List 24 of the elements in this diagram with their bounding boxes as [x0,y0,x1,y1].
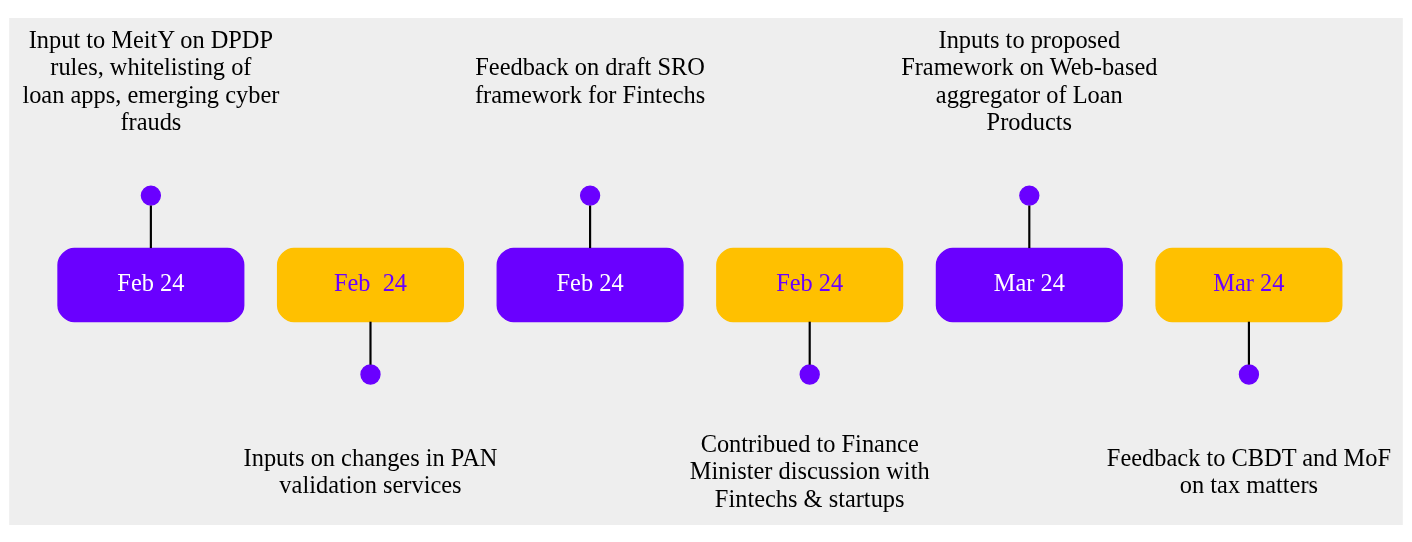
node-label: Feedback on draft SRO framework for Fintechs [474,52,706,108]
node-box: Feb 24 [276,247,464,322]
connector [1247,321,1250,365]
connector [1028,205,1031,248]
connector [369,321,372,365]
node-label: Inputs to proposed Framework on Web-based aggregator of Loan Products [901,25,1158,135]
connector [808,321,811,365]
node-circle [1019,184,1040,206]
node-box: Mar 24 [1155,247,1343,322]
node-circle [140,184,162,206]
node-box: Feb 24 [496,247,684,322]
node-label: Contribued to Finance Minister discussion with Fintechs & startups [689,429,930,512]
node-circle [799,363,820,385]
node-label: Input to MeitY on DPDP rules, whitelisting of loan apps, emerging cyber frauds [22,25,280,135]
connector [149,205,152,248]
node-label: Feedback to CBDT and MoF on tax matters [1106,443,1391,498]
node-box: Feb 24 [57,247,245,322]
node-circle [579,184,601,206]
connector [589,205,592,248]
node-label: Inputs on changes in PAN validation services [243,443,498,498]
node-circle [360,363,381,385]
node-box: Feb 24 [716,247,904,322]
node-box: Mar 24 [935,247,1123,322]
node-circle [1238,363,1260,385]
